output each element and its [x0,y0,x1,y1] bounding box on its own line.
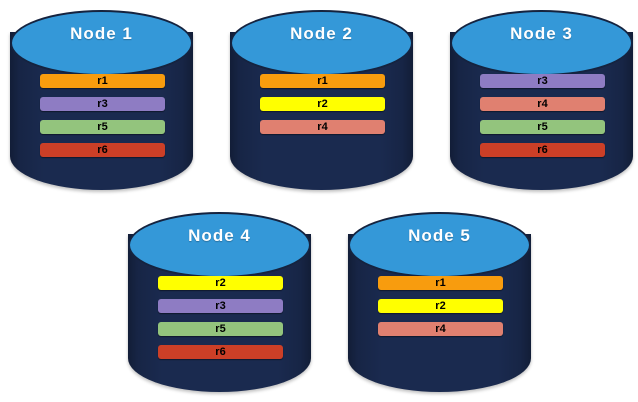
database-node-2[interactable]: Node 2 r1 r2 r4 [230,10,413,190]
record-bar-r3[interactable]: r3 [480,74,605,88]
record-bar-r4[interactable]: r4 [260,120,385,134]
record-bar-r5[interactable]: r5 [158,322,283,336]
database-node-1[interactable]: Node 1 r1 r3 r5 r6 [10,10,193,190]
record-bar-r6[interactable]: r6 [158,345,283,359]
record-list: r1 r2 r4 [260,74,385,134]
record-list: r2 r3 r5 r6 [158,276,283,359]
record-list: r1 r3 r5 r6 [40,74,165,157]
node-title: Node 1 [70,24,133,43]
record-list: r3 r4 r5 r6 [480,74,605,157]
record-bar-r1[interactable]: r1 [40,74,165,88]
node-title: Node 2 [290,24,353,43]
node-cylinder-top [348,212,531,278]
node-title: Node 5 [408,226,471,245]
record-list: r1 r2 r4 [378,276,503,336]
database-node-4[interactable]: Node 4 r2 r3 r5 r6 [128,212,311,392]
database-node-3[interactable]: Node 3 r3 r4 r5 r6 [450,10,633,190]
record-bar-r5[interactable]: r5 [480,120,605,134]
record-bar-r4[interactable]: r4 [480,97,605,111]
record-bar-r6[interactable]: r6 [40,143,165,157]
node-title: Node 3 [510,24,573,43]
database-node-5[interactable]: Node 5 r1 r2 r4 [348,212,531,392]
record-bar-r2[interactable]: r2 [158,276,283,290]
record-bar-r5[interactable]: r5 [40,120,165,134]
record-bar-r2[interactable]: r2 [260,97,385,111]
record-bar-r3[interactable]: r3 [40,97,165,111]
record-bar-r1[interactable]: r1 [378,276,503,290]
record-bar-r4[interactable]: r4 [378,322,503,336]
record-bar-r1[interactable]: r1 [260,74,385,88]
record-bar-r3[interactable]: r3 [158,299,283,313]
record-bar-r6[interactable]: r6 [480,143,605,157]
node-title: Node 4 [188,226,251,245]
record-bar-r2[interactable]: r2 [378,299,503,313]
